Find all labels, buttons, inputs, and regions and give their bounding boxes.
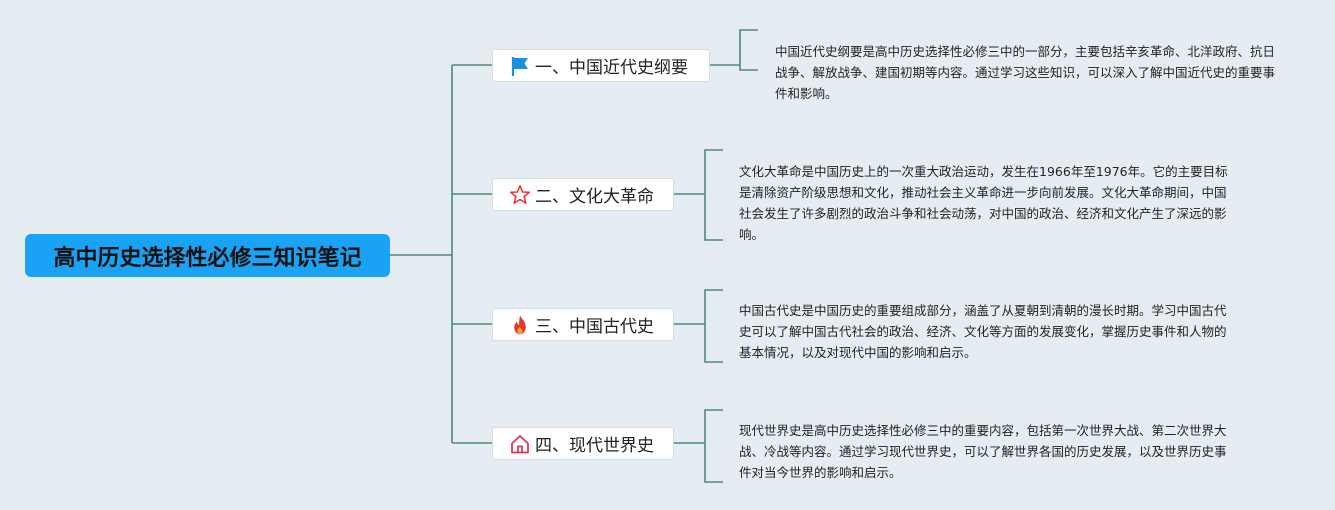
note-1: 中国近代史纲要是高中历史选择性必修三中的一部分，主要包括辛亥革命、北洋政府、抗日… <box>775 44 1276 101</box>
branch-topic-2[interactable]: 二、文化大革命 <box>492 178 674 211</box>
note-3: 中国古代史是中国历史的重要组成部分，涵盖了从夏朝到清朝的漫长时期。学习中国古代史… <box>739 303 1227 360</box>
note-2: 文化大革命是中国历史上的一次重大政治运动，发生在1966年至1976年。它的主要… <box>739 164 1228 242</box>
branch-topic-3[interactable]: 三、中国古代史 <box>492 308 674 341</box>
flag-icon <box>509 55 531 77</box>
note-4: 现代世界史是高中历史选择性必修三中的重要内容，包括第一次世界大战、第二次世界大战… <box>739 423 1227 480</box>
connector-note-3 <box>674 289 723 363</box>
branch-topic-1-label: 一、中国近代史纲要 <box>535 58 688 78</box>
root-topic-label: 高中历史选择性必修三知识笔记 <box>53 245 362 271</box>
branch-topic-2-label: 二、文化大革命 <box>535 187 654 207</box>
branch-topic-4-label: 四、现代世界史 <box>535 436 654 456</box>
fire-icon <box>509 314 531 336</box>
star-icon <box>509 184 531 206</box>
house-icon <box>509 433 531 455</box>
branch-topic-1[interactable]: 一、中国近代史纲要 <box>492 49 710 82</box>
branch-topic-4[interactable]: 四、现代世界史 <box>492 427 674 460</box>
connector-note-4 <box>674 409 723 483</box>
connector-note-2 <box>674 149 723 241</box>
root-topic[interactable]: 高中历史选择性必修三知识笔记 <box>25 234 390 277</box>
branch-topic-3-label: 三、中国古代史 <box>535 317 654 337</box>
connector-note-1 <box>710 29 758 71</box>
